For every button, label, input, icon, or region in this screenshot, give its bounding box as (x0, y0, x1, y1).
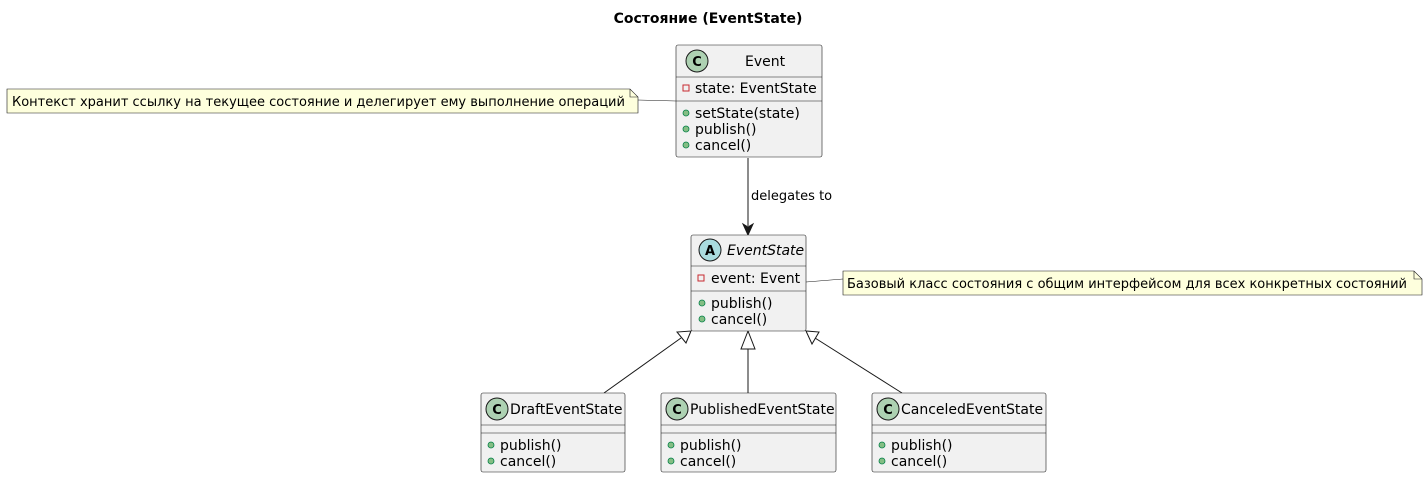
public-marker (698, 299, 706, 307)
private-marker (697, 274, 705, 282)
abstract-class-icon (698, 238, 722, 262)
method: publish() (711, 296, 773, 312)
class-icon (685, 49, 709, 73)
public-marker (682, 141, 690, 149)
attribute: event: Event (711, 271, 801, 287)
class-stereotype-letter: C (672, 403, 682, 418)
class-eventstate[interactable]: A EventState event: Event publish() canc… (690, 234, 807, 332)
public-marker (682, 125, 690, 133)
note-text: Контекст хранит ссылку на текущее состоя… (12, 95, 625, 110)
class-stereotype-letter: C (692, 55, 702, 70)
event-note-connector (637, 99, 677, 102)
method: publish() (891, 438, 953, 454)
attribute: state: EventState (695, 81, 817, 97)
method: cancel() (891, 454, 947, 470)
diagram-title: Состояние (EventState) (614, 11, 803, 27)
method: publish() (680, 438, 742, 454)
method: publish() (500, 438, 562, 454)
note-base-state: Базовый класс состояния с общим интерфей… (842, 270, 1423, 296)
class-event[interactable]: C Event state: EventState setState(state… (675, 44, 823, 158)
edge-published-inherits (740, 329, 756, 393)
public-marker (878, 457, 886, 465)
edge-event-to-eventstate: delegates to (741, 158, 832, 237)
method: cancel() (695, 138, 751, 154)
class-name: DraftEventState (510, 402, 622, 418)
edge-draft-inherits (603, 330, 692, 394)
class-name: PublishedEventState (690, 402, 835, 418)
method: cancel() (711, 312, 767, 328)
method: setState(state) (695, 106, 800, 122)
class-name: CanceledEventState (901, 402, 1043, 418)
state-note-connector (805, 278, 844, 283)
public-marker (487, 457, 495, 465)
class-name: Event (745, 54, 786, 70)
edge-canceled-inherits (805, 330, 903, 394)
note-text: Базовый класс состояния с общим интерфей… (847, 277, 1407, 292)
public-marker (682, 109, 690, 117)
class-name: EventState (727, 243, 804, 259)
public-marker (698, 315, 706, 323)
delegates-label: delegates to (751, 189, 832, 204)
class-icon (665, 397, 689, 421)
method: cancel() (680, 454, 736, 470)
public-marker (487, 441, 495, 449)
public-marker (667, 441, 675, 449)
public-marker (878, 441, 886, 449)
class-canceledeventstate[interactable]: C CanceledEventState publish() cancel() (871, 392, 1047, 473)
class-stereotype-letter: A (705, 244, 715, 259)
public-marker (667, 457, 675, 465)
class-icon (485, 397, 509, 421)
method: cancel() (500, 454, 556, 470)
note-event-context: Контекст хранит ссылку на текущее состоя… (6, 88, 639, 114)
class-drafteventstate[interactable]: C DraftEventState publish() cancel() (480, 392, 626, 473)
class-stereotype-letter: C (492, 403, 502, 418)
class-publishedeventstate[interactable]: C PublishedEventState publish() cancel() (660, 392, 837, 473)
class-stereotype-letter: C (883, 403, 893, 418)
class-icon (876, 397, 900, 421)
private-marker (682, 84, 690, 92)
method: publish() (695, 122, 757, 138)
